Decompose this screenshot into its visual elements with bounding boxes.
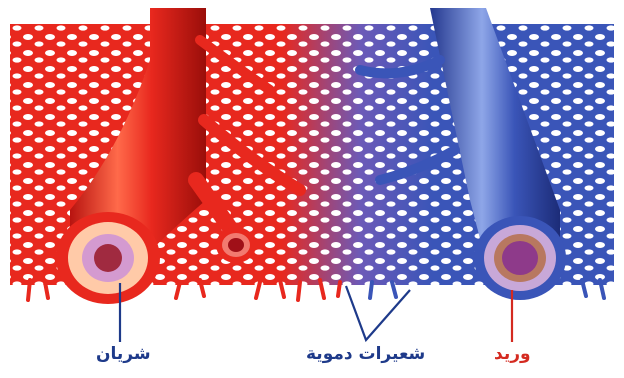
capillaries-pointer-line [346,286,410,340]
capillaries-label: شعيرات دموية [306,344,425,364]
vein-label: وريد [494,344,531,364]
artery-label: شريان [96,344,151,364]
